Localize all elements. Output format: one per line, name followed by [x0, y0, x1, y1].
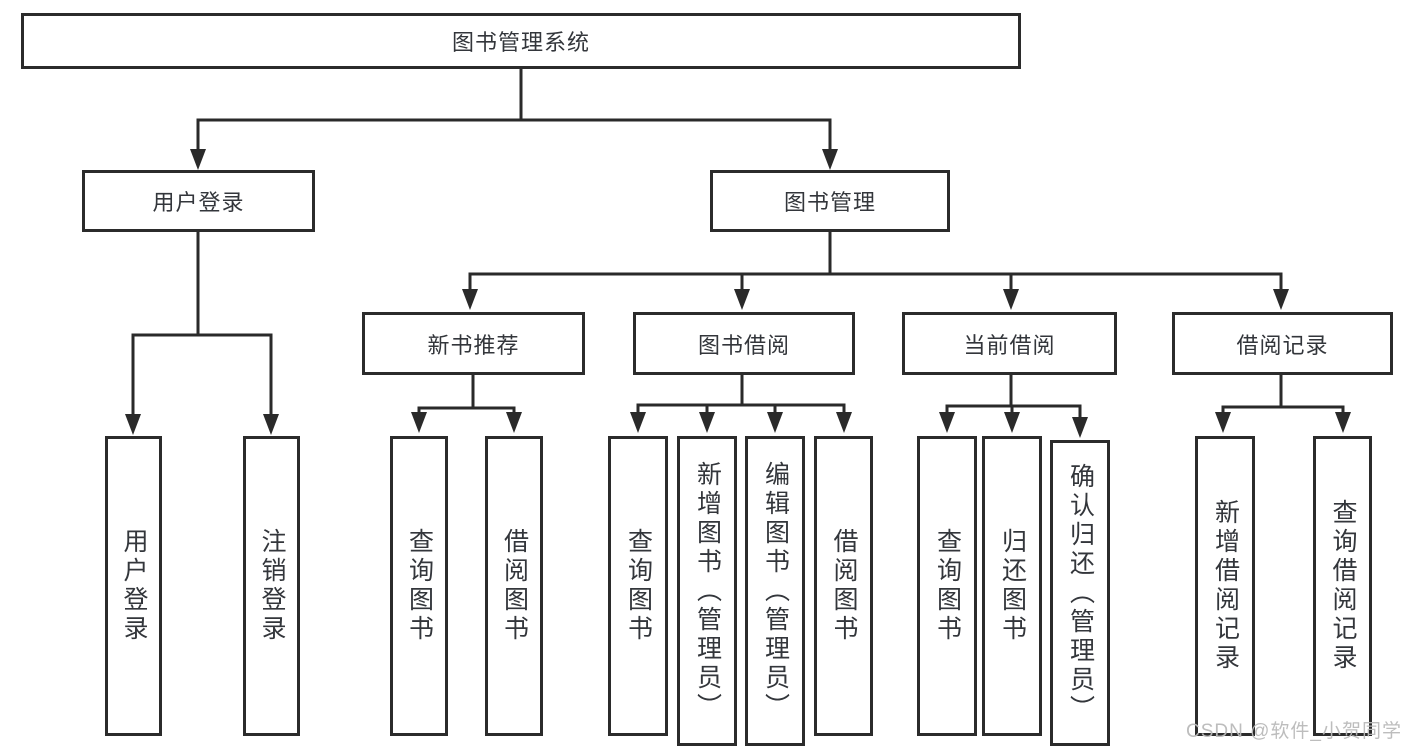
node-leaf-query-books-2: 查询图书 [608, 436, 668, 736]
node-user-login-branch: 用户登录 [82, 170, 315, 232]
node-library-management-system: 图书管理系统 [21, 13, 1021, 69]
node-leaf-return-book: 归还图书 [982, 436, 1042, 736]
node-label: 借阅图书 [830, 528, 858, 644]
tree-connector-lines [131, 69, 1345, 419]
node-label: 新书推荐 [427, 332, 520, 358]
node-label: 编辑图书（管理员） [761, 460, 790, 722]
node-leaf-user-login: 用户登录 [105, 436, 162, 736]
node-label: 查询图书 [405, 528, 434, 644]
node-label: 图书管理系统 [451, 30, 590, 55]
csdn-watermark: CSDN @软件_小贺同学 [1186, 721, 1402, 742]
node-leaf-edit-book-admin: 编辑图书（管理员） [745, 436, 805, 746]
node-label: 用户登录 [120, 528, 148, 644]
node-leaf-borrow-books-1: 借阅图书 [485, 436, 543, 736]
node-current-borrowing: 当前借阅 [902, 312, 1117, 375]
node-label: 当前借阅 [963, 332, 1056, 358]
node-label: 借阅记录 [1236, 332, 1329, 358]
node-label: 查询图书 [624, 528, 653, 644]
node-leaf-add-book-admin: 新增图书（管理员） [677, 436, 737, 746]
node-leaf-confirm-return-admin: 确认归还（管理员） [1050, 440, 1110, 746]
node-label: 确认归还（管理员） [1066, 462, 1095, 724]
node-new-book-recommend: 新书推荐 [362, 312, 585, 375]
node-borrow-records: 借阅记录 [1172, 312, 1393, 375]
node-leaf-add-borrow-record: 新增借阅记录 [1195, 436, 1255, 736]
node-label: 注销登录 [258, 528, 286, 644]
node-label: 新增图书（管理员） [693, 460, 722, 722]
arrowhead-icons [125, 149, 1351, 438]
node-label: 用户登录 [152, 190, 245, 215]
node-label: 归还图书 [998, 528, 1027, 644]
node-leaf-query-borrow-record: 查询借阅记录 [1313, 436, 1372, 736]
node-label: 图书借阅 [697, 332, 790, 358]
node-label: 查询借阅记录 [1329, 499, 1357, 673]
node-leaf-query-books-3: 查询图书 [917, 436, 977, 736]
node-book-management-branch: 图书管理 [710, 170, 950, 232]
node-leaf-borrow-books-2: 借阅图书 [814, 436, 873, 736]
node-leaf-query-books-1: 查询图书 [390, 436, 448, 736]
node-label: 借阅图书 [500, 528, 529, 644]
node-label: 新增借阅记录 [1211, 499, 1240, 673]
node-book-borrowing: 图书借阅 [633, 312, 855, 375]
node-label: 图书管理 [783, 190, 876, 215]
node-leaf-logout: 注销登录 [243, 436, 300, 736]
node-label: 查询图书 [933, 528, 962, 644]
